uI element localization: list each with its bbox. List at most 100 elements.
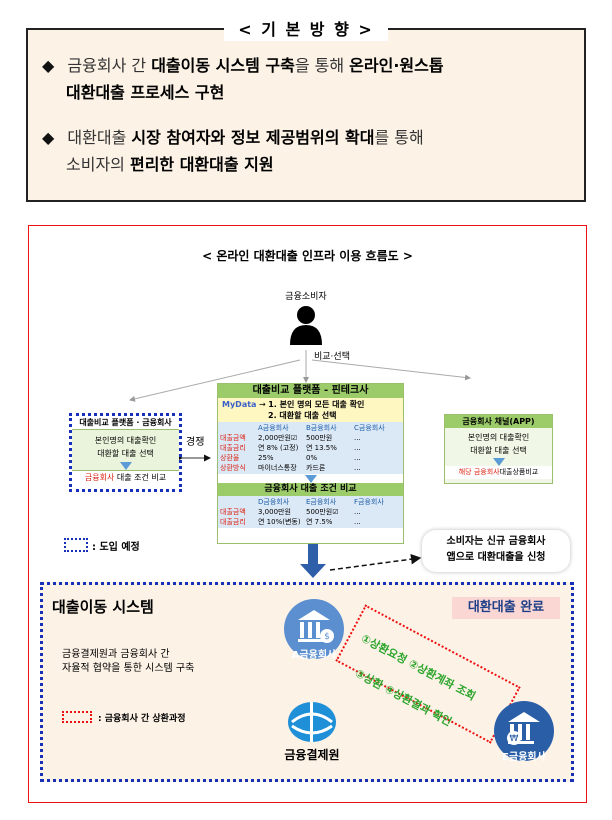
left-down-arrow-icon — [119, 462, 132, 470]
right-box-line2: 대환할 대출 선택 — [470, 446, 527, 455]
bullet1-text-e: 대환대출 프로세스 구현 — [66, 83, 225, 102]
flow-diagram-frame — [28, 225, 587, 803]
loan-table-rows: 대출금액 2,000만원☑ 500만원... 대출금리 연 8% (고정) 연 13.5%… — [220, 433, 401, 473]
consumer-label: 금융소비자 — [285, 292, 327, 302]
svg-text:₩: ₩ — [510, 734, 519, 744]
left-box-result-red: 금융회사 — [84, 473, 115, 482]
left-box-header: 대출비교 플랫폼 · 금융회사 — [72, 416, 179, 430]
system-title: 대출이동 시스템 — [52, 598, 154, 616]
left-box-line1: 본인명의 대출확인 — [94, 436, 157, 445]
row-cell-c: ... — [354, 444, 361, 452]
row-cell-a: 2,000만원☑ — [258, 434, 298, 442]
callout-line2: 앱으로 대환대출을 신청 — [446, 552, 546, 563]
bullet2-text-d: 소비자의 — [66, 155, 130, 174]
loan-table-header: A금융회사 B금융회사 C금융회사 — [220, 423, 401, 433]
callout-line1: 소비자는 신규 금융회사 — [446, 536, 546, 547]
callout-bubble: 소비자는 신규 금융회사 앱으로 대환대출을 신청 — [422, 530, 570, 572]
center-platform-box: 대출비교 플랫폼 - 핀테크사 MyData → 1. 본인 명의 모든 대출 … — [217, 383, 404, 544]
right-app-box: 금융회사 채널(APP) 본인명의 대출확인 대환할 대출 선택 해당 금융회사… — [444, 414, 553, 484]
row-cell-c: ... — [354, 454, 361, 462]
bullet-1-cont: 대환대출 프로세스 구현 — [66, 79, 576, 106]
bullet-2: ◆ 대환대출 시장 참여자와 정보 제공범위의 확대를 통해 — [42, 124, 572, 151]
row-label: 대출금액 — [220, 434, 246, 442]
right-box-header: 금융회사 채널(APP) — [445, 415, 552, 428]
compare-select-label: 비교·선택 — [314, 352, 350, 362]
legend-red-dotted-swatch — [62, 711, 92, 723]
row-cell-b: 500만원 — [306, 434, 333, 442]
right-box-result: 해당 금융회사대출상품비교 — [445, 466, 552, 479]
compare-table-header: D금융회사 E금융회사 F금융회사 — [220, 497, 401, 507]
right-down-arrow-icon — [492, 458, 505, 466]
row-cell-e: 500만원☑ — [306, 508, 339, 516]
row-cell-b: 연 13.5% — [306, 444, 337, 452]
bullet2-text-b: 시장 참여자와 정보 제공범위의 확대 — [131, 128, 375, 147]
row-cell-d: 연 10%(변동) — [258, 518, 301, 526]
row-cell-c: ... — [354, 434, 361, 442]
bullet2-text-e: 편리한 대환대출 지원 — [129, 155, 274, 174]
basic-direction-box: < 기 본 방 향 > ◆ 금융회사 간 대출이동 시스템 구축을 통해 온라인… — [26, 18, 586, 202]
kftc-logo-icon — [288, 702, 336, 742]
kftc-label: 금융결제원 — [284, 748, 340, 762]
right-box-result-red: 해당 금융회사 — [458, 468, 500, 476]
col-f-bank: F금융회사 — [354, 498, 384, 506]
table-row: 대출금액 2,000만원☑ 500만원... — [220, 433, 401, 443]
row-cell-e: 연 7.5% — [306, 518, 333, 526]
bullet1-text-c: 을 통해 — [294, 56, 350, 75]
row-cell-b: 0% — [306, 454, 318, 462]
left-box-result-rest: 대출 조건 비교 — [114, 473, 167, 482]
bullet2-text-a: 대환대출 — [67, 128, 132, 147]
row-label: 상환율 — [220, 454, 240, 462]
complete-badge: 대환대출 완료 — [452, 597, 560, 619]
a-bank-icon: $ — [284, 599, 344, 659]
legend-blue-dotted-swatch — [64, 538, 88, 552]
table-row: 대출금리 연 10%(변동) 연 7.5%... — [220, 517, 401, 527]
diamond-bullet-icon: ◆ — [42, 56, 55, 75]
bullet1-text-b: 대출이동 시스템 구축 — [151, 56, 295, 75]
row-cell-a: 25% — [258, 454, 274, 462]
left-platform-box: 대출비교 플랫폼 · 금융회사 본인명의 대출확인 대환할 대출 선택 금융회사… — [69, 413, 182, 492]
system-desc: 금융결제원과 금융회사 간 자율적 협약을 통한 시스템 구축 — [62, 648, 194, 676]
basic-direction-title-text: < 기 본 방 향 > — [224, 18, 388, 41]
center-down-arrow-icon — [304, 475, 317, 483]
right-box-line1: 본인명의 대출확인 — [467, 433, 530, 442]
row-cell-a: 연 8% (고정) — [258, 444, 299, 452]
col-c-bank: C금융회사 — [354, 424, 385, 432]
system-desc1: 금융결제원과 금융회사 간 — [62, 649, 170, 660]
mydata-step2: 2. 대환할 대출 선택 — [268, 411, 337, 420]
row-label: 상환방식 — [220, 464, 246, 472]
bullet-1: ◆ 금융회사 간 대출이동 시스템 구축을 통해 온라인·원스톱 — [42, 52, 572, 79]
col-d-bank: D금융회사 — [258, 498, 290, 506]
diamond-bullet-icon: ◆ — [42, 128, 55, 147]
left-box-line2: 대환할 대출 선택 — [97, 449, 154, 458]
mydata-step1: 1. 본인 명의 모든 대출 확인 — [268, 400, 365, 409]
svg-text:$: $ — [324, 632, 330, 642]
right-box-body: 본인명의 대출확인 대환할 대출 선택 — [445, 428, 552, 466]
legend-label: : 도입 예정 — [92, 542, 140, 553]
row-label: 대출금리 — [220, 518, 246, 526]
row-label: 대출금리 — [220, 444, 246, 452]
bullet1-text-a: 금융회사 간 — [67, 56, 152, 75]
flow-diagram-title: < 온라인 대환대출 인프라 이용 흐름도 > — [202, 249, 413, 263]
bullet1-text-d: 온라인·원스톱 — [349, 56, 444, 75]
checkbox-checked-icon: ☑ — [290, 434, 298, 442]
row-cell-d: 3,000만원 — [258, 508, 291, 516]
legend-red-label: : 금융회사 간 상환과정 — [98, 714, 186, 724]
mydata-section: MyData → 1. 본인 명의 모든 대출 확인 2. 대환할 대출 선택 — [218, 398, 403, 422]
col-a-bank: A금융회사 — [258, 424, 289, 432]
row-cell-f: ... — [354, 518, 361, 526]
row-cell-b: 카드론 — [306, 464, 326, 472]
bullet2-text-c: 를 통해 — [374, 128, 424, 147]
center-box-header: 대출비교 플랫폼 - 핀테크사 — [218, 384, 403, 398]
row-cell-c: ... — [354, 464, 361, 472]
col-b-bank: B금융회사 — [306, 424, 337, 432]
bullet-2-cont: 소비자의 편리한 대환대출 지원 — [66, 151, 576, 178]
table-row: 상환율 25% 0%... — [220, 453, 401, 463]
mydata-arrow: → — [256, 400, 269, 409]
left-box-body: 본인명의 대출확인 대환할 대출 선택 — [72, 430, 179, 470]
e-bank-icon: ₩ — [494, 701, 554, 761]
